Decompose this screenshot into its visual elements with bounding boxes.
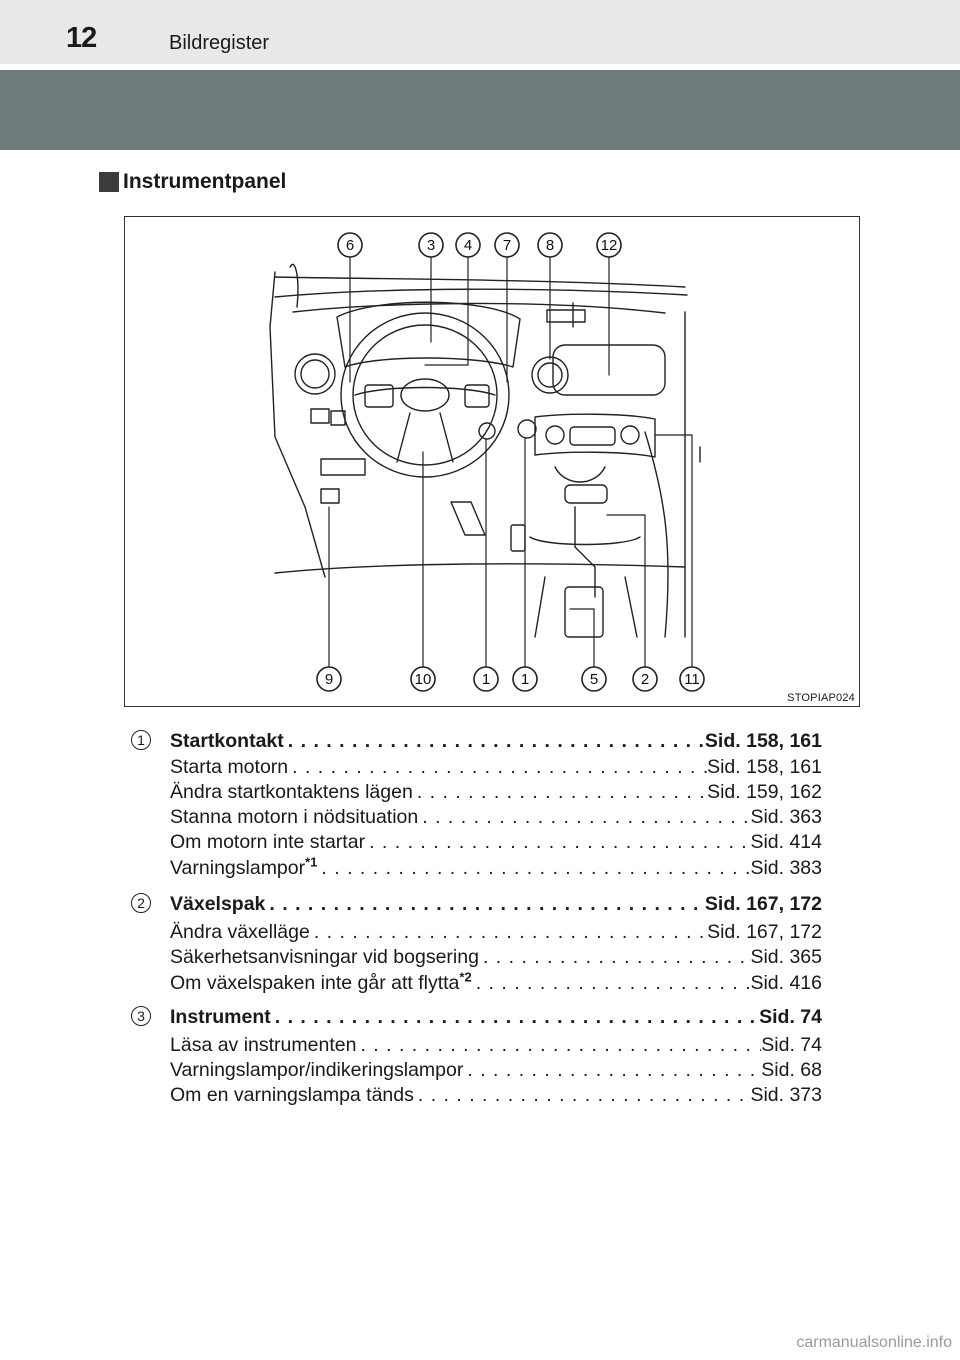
footnote-marker: *1 (305, 854, 318, 870)
item-ref: Sid. 68 (761, 1059, 822, 1081)
entry-item: Om en varningslampa tänds Sid. 373 (170, 1084, 822, 1109)
callout-label: 1 (482, 671, 490, 688)
item-label: Varningslampor (170, 857, 306, 879)
entry-title-line: Växelspak Sid. 167, 172 (170, 893, 822, 918)
item-label: Läsa av instrumenten (170, 1034, 357, 1056)
callout-label: 3 (427, 237, 435, 254)
entry-item: Varningslampor/indikeringslampor Sid. 68 (170, 1059, 822, 1084)
item-label: Om en varningslampa tänds (170, 1084, 414, 1106)
item-ref: Sid. 158, 161 (707, 756, 822, 778)
callout-circle-bottom (679, 666, 705, 692)
item-label: Stanna motorn i nödsituation (170, 806, 419, 828)
item-label: Varningslampor/indikeringslampor (170, 1059, 464, 1081)
instrument-panel-figure: 6 3 4 7 8 12 9 10 1 1 5 2 11 STOPIAP024 (124, 216, 860, 707)
figure-code: STOPIAP024 (787, 692, 855, 704)
item-label: Starta motorn (170, 756, 289, 778)
entry-title-line: Instrument Sid. 74 (170, 1006, 822, 1031)
page-number: 12 (66, 22, 97, 54)
entry-number: 1 (131, 730, 151, 750)
callout-label: 12 (601, 237, 618, 254)
item-ref: Sid. 363 (750, 806, 822, 828)
callout-label: 2 (641, 671, 649, 688)
entry-item: Varningslampor*1 Sid. 383 (170, 854, 822, 882)
item-ref: Sid. 383 (750, 857, 822, 879)
page-section-title: Bildregister (169, 32, 270, 54)
entry-number: 2 (131, 893, 151, 913)
entry-title-ref: Sid. 74 (759, 1006, 822, 1028)
item-label: Ändra växelläge (170, 921, 310, 943)
callout-label: 4 (464, 237, 472, 254)
callout-circle-bottom (632, 666, 658, 692)
item-ref: Sid. 373 (750, 1084, 822, 1106)
item-ref: Sid. 365 (750, 946, 822, 968)
watermark-link[interactable]: carmanualsonline.info (796, 1334, 952, 1351)
entry-item: Stanna motorn i nödsituation Sid. 363 (170, 806, 822, 831)
callout-label: 6 (346, 237, 354, 254)
callout-circle-top (494, 232, 520, 258)
item-ref: Sid. 159, 162 (707, 781, 822, 803)
item-ref: Sid. 414 (750, 831, 822, 853)
callout-circle-top (455, 232, 481, 258)
entry-item: Om motorn inte startar Sid. 414 (170, 831, 822, 856)
callout-label: 7 (503, 237, 511, 254)
callout-circle-bottom (473, 666, 499, 692)
callout-circle-bottom (512, 666, 538, 692)
callout-circle-bottom (581, 666, 607, 692)
entry-title: Startkontakt (170, 730, 284, 752)
entry-title: Instrument (170, 1006, 271, 1028)
callout-label: 10 (415, 671, 432, 688)
entry-item: Ändra startkontaktens lägen Sid. 159, 162 (170, 781, 822, 806)
entry-item: Läsa av instrumenten Sid. 74 (170, 1034, 822, 1059)
item-label: Om motorn inte startar (170, 831, 366, 853)
item-ref: Sid. 74 (761, 1034, 822, 1056)
callout-label: 1 (521, 671, 529, 688)
callout-label: 5 (590, 671, 598, 688)
page-header: 12 Bildregister (0, 0, 960, 64)
item-label: Säkerhetsanvisningar vid bogsering (170, 946, 479, 968)
entry-title-line: Startkontakt Sid. 158, 161 (170, 730, 822, 755)
item-ref: Sid. 416 (750, 972, 822, 994)
item-label: Om växelspaken inte går att flytta (170, 972, 460, 994)
callout-circle-bottom (316, 666, 342, 692)
callout-circle-top (537, 232, 563, 258)
callout-circle-top (596, 232, 622, 258)
item-ref: Sid. 167, 172 (707, 921, 822, 943)
entry-item: Säkerhetsanvisningar vid bogsering Sid. 3… (170, 946, 822, 971)
callout-circle-bottom (410, 666, 436, 692)
chapter-banner (0, 70, 960, 150)
entry-title-ref: Sid. 158, 161 (704, 730, 822, 752)
entry-title: Växelspak (170, 893, 266, 915)
entry-item: Starta motorn Sid. 158, 161 (170, 756, 822, 781)
entry-number: 3 (131, 1006, 151, 1026)
dashboard-illustration: 6 3 4 7 8 12 9 10 1 1 5 2 11 (269, 232, 705, 692)
item-label: Ändra startkontaktens lägen (170, 781, 413, 803)
entry-title-ref: Sid. 167, 172 (704, 893, 822, 915)
section-square-icon (99, 172, 119, 192)
callout-label: 11 (684, 671, 700, 688)
footnote-marker: *2 (459, 969, 472, 985)
entry-item: Ändra växelläge Sid. 167, 172 (170, 921, 822, 946)
entry-item: Om växelspaken inte går att flytta*2 Sid.… (170, 969, 822, 997)
callout-label: 8 (546, 237, 554, 254)
section-title: Instrumentpanel (123, 170, 287, 193)
callout-label: 9 (325, 671, 333, 688)
callout-circle-top (418, 232, 444, 258)
callout-circle-top (337, 232, 363, 258)
